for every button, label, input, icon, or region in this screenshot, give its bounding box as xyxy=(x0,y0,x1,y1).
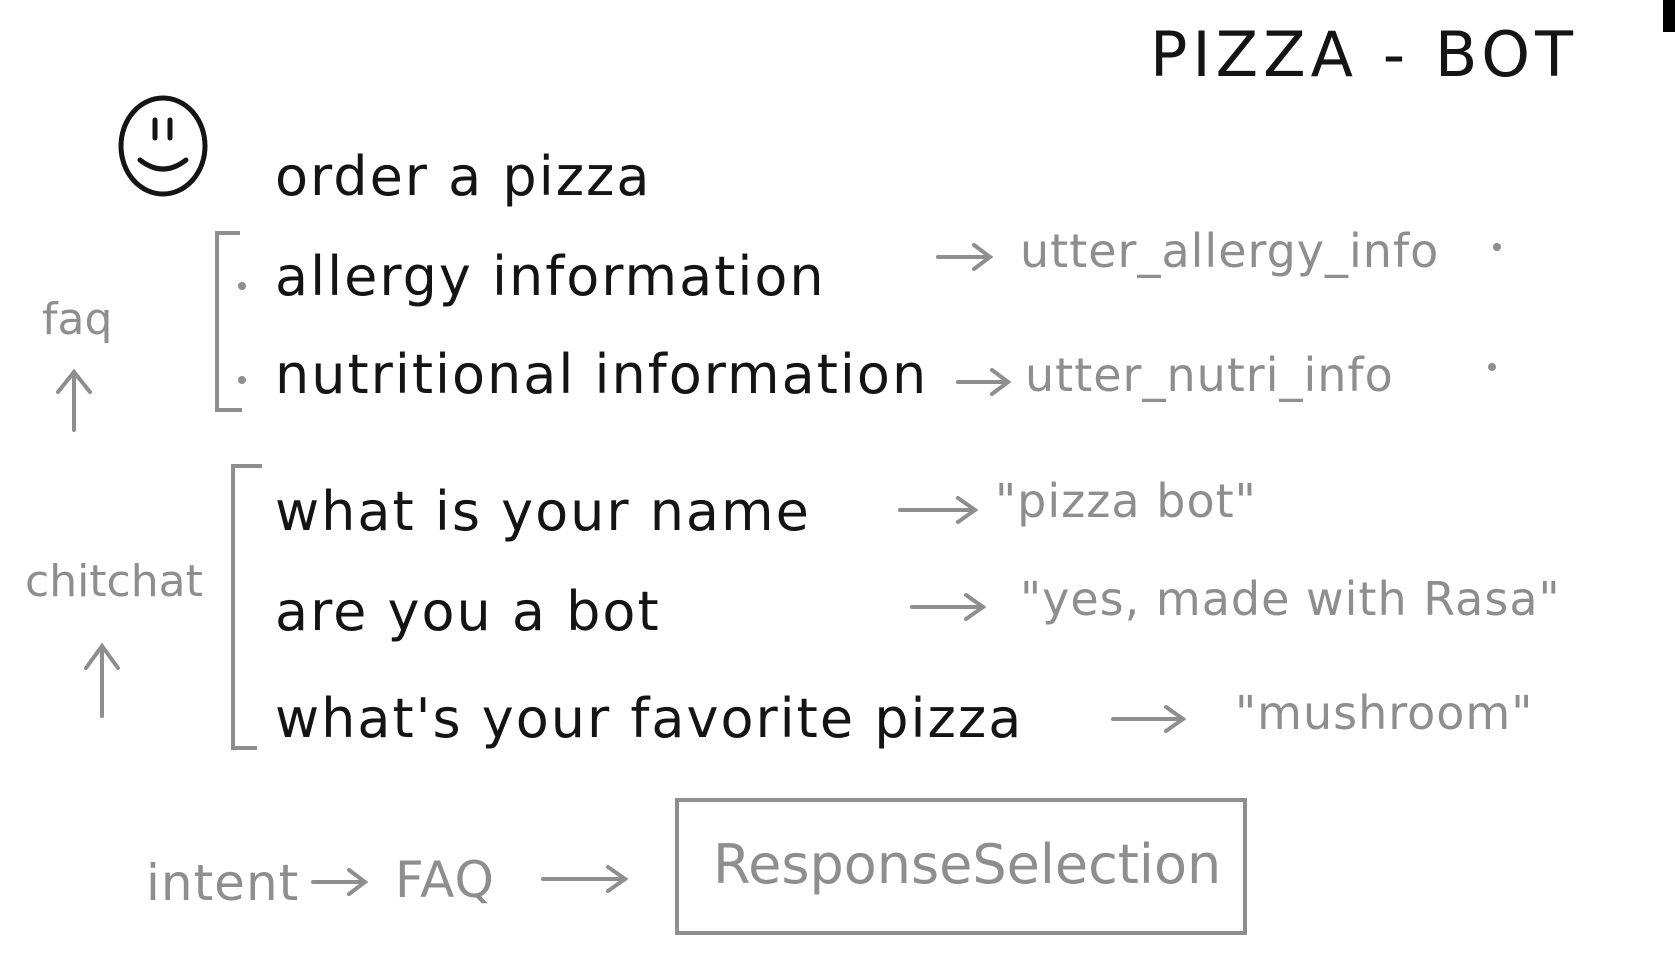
trailing-dot xyxy=(1488,363,1496,371)
bullet-dot xyxy=(238,282,246,290)
response-selection-label: ResponseSelection xyxy=(713,833,1222,896)
flow-arrow-icon xyxy=(311,868,369,896)
group-label-faq: faq xyxy=(42,294,113,345)
response-selection-box xyxy=(675,798,1247,935)
chitchat-up-arrow-icon xyxy=(84,642,120,718)
trailing-dot xyxy=(1493,243,1501,251)
intent-order-pizza: order a pizza xyxy=(275,145,652,208)
smiley-icon xyxy=(118,95,208,197)
response-bot: "yes, made with Rasa" xyxy=(1020,572,1561,626)
bullet-dot xyxy=(238,376,246,384)
arrow-right-icon xyxy=(956,368,1012,396)
flow-intent-label: intent xyxy=(146,854,300,912)
response-nutri: utter_nutri_info xyxy=(1025,348,1394,402)
arrow-right-icon xyxy=(898,496,979,524)
faq-bracket xyxy=(215,231,242,412)
chitchat-bracket xyxy=(231,464,262,750)
flow-arrow-icon xyxy=(541,865,629,893)
arrow-right-icon xyxy=(936,243,994,271)
response-favorite: "mushroom" xyxy=(1235,686,1534,740)
faq-up-arrow-icon xyxy=(56,368,92,432)
corner-mark xyxy=(1663,0,1675,32)
intent-nutritional-information: nutritional information xyxy=(275,343,929,406)
intent-favorite-pizza: what's your favorite pizza xyxy=(275,687,1024,750)
arrow-right-icon xyxy=(1111,705,1187,733)
arrow-right-icon xyxy=(910,593,987,621)
diagram-title: PIZZA - BOT xyxy=(1150,18,1578,91)
flow-faq-label: FAQ xyxy=(395,851,495,909)
intent-allergy-information: allergy information xyxy=(275,245,826,308)
response-allergy: utter_allergy_info xyxy=(1020,224,1440,278)
group-label-chitchat: chitchat xyxy=(25,556,203,607)
intent-are-you-a-bot: are you a bot xyxy=(275,580,661,643)
response-name: "pizza bot" xyxy=(995,474,1257,528)
intent-what-is-your-name: what is your name xyxy=(275,480,811,543)
